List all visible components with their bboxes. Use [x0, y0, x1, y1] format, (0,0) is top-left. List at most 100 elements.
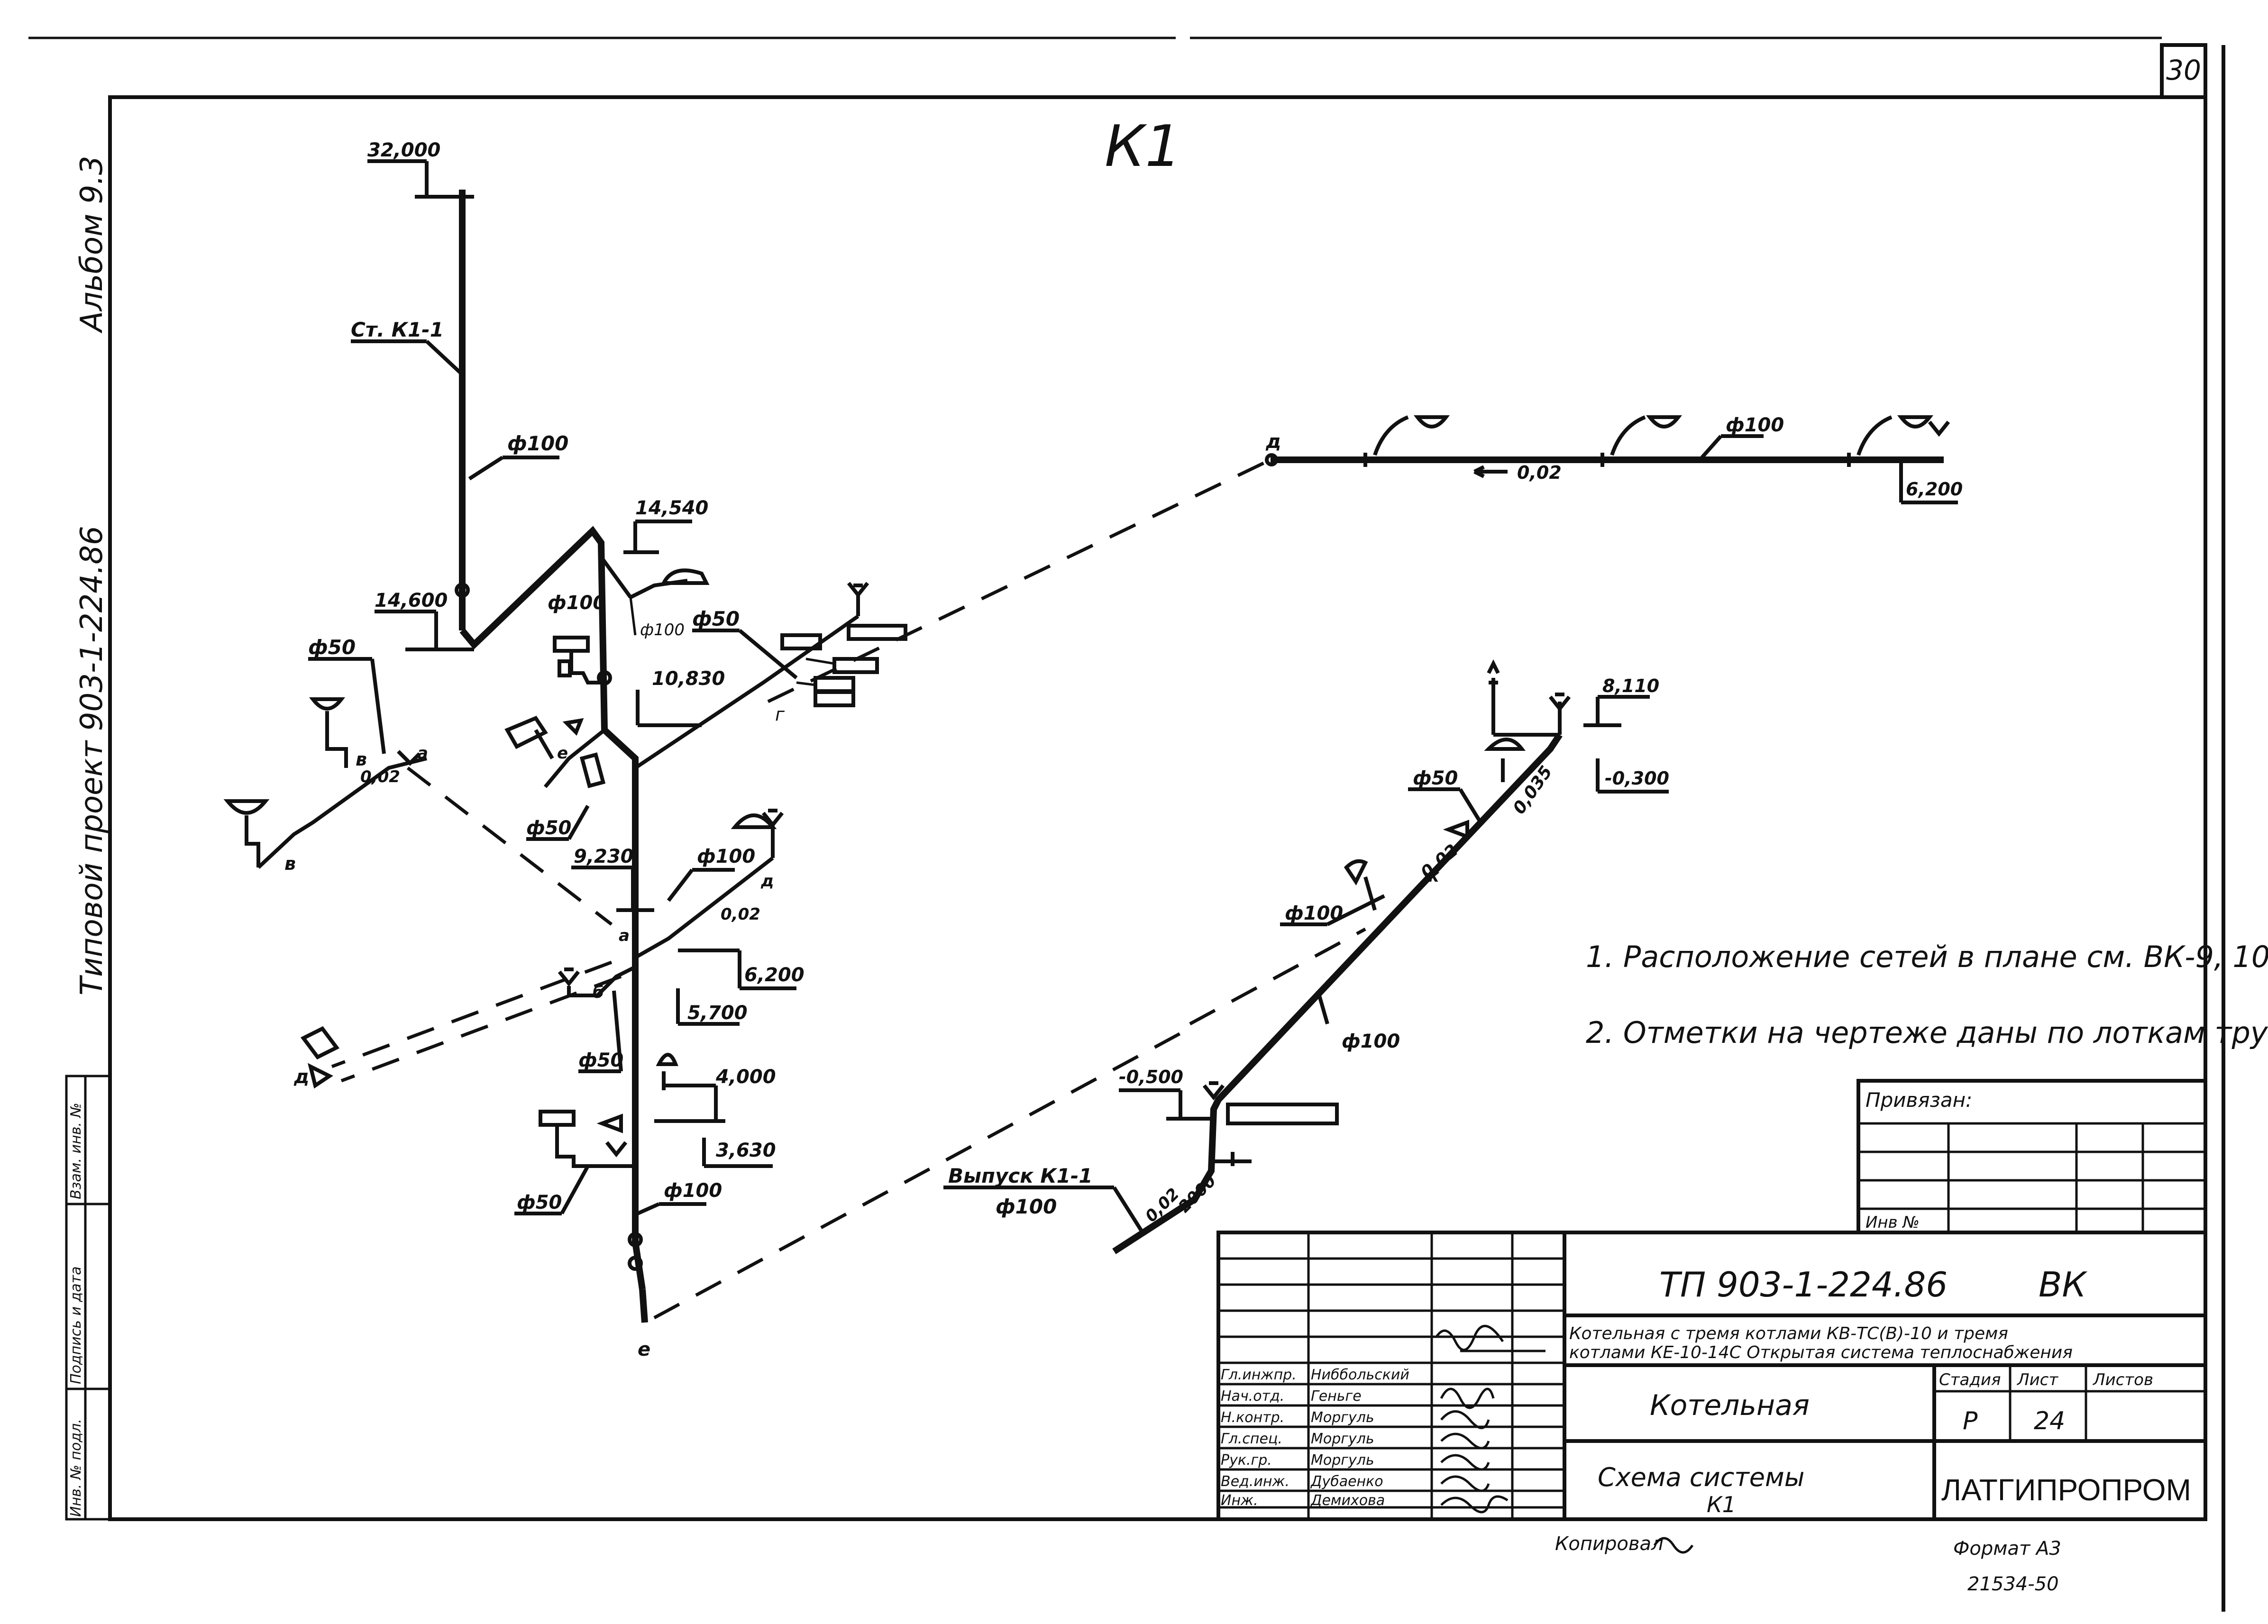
dist-2000: 2000: [1175, 1171, 1220, 1216]
slope-c: 0,02: [1517, 462, 1562, 483]
elevation-14600: 14,600: [375, 590, 474, 651]
riser-label: Ст. К1-1: [351, 318, 464, 376]
d50-d: ф50: [578, 1049, 623, 1071]
note-2: 2. Отметки на чертеже даны по лоткам тру…: [1586, 1015, 2268, 1050]
main-riser: [455, 190, 648, 1323]
signatures: [1435, 1324, 1546, 1514]
pt-e2: е: [638, 1339, 650, 1360]
name-3: Моргуль: [1311, 1431, 1374, 1447]
pt-d1: д: [760, 872, 774, 891]
copied-signature: [1653, 1537, 1694, 1554]
elev-9230: 9,230: [574, 846, 634, 867]
notes: 1. Расположение сетей в плане см. ВК-9, …: [1586, 940, 2268, 1050]
stamp-list-h: Лист: [2016, 1370, 2058, 1389]
inv-label: Инв №: [1866, 1213, 1920, 1232]
note-1: 1. Расположение сетей в плане см. ВК-9, …: [1586, 940, 2268, 974]
branch-middle-left: е ф50: [504, 716, 606, 841]
dash-g-to-d: [767, 458, 1271, 703]
stamp-mark: ВК: [2039, 1265, 2087, 1305]
elev-minus-0500: -0,500: [1119, 1067, 1183, 1087]
elev-5700: 5,700: [687, 1002, 748, 1024]
d50-f: ф50: [1413, 767, 1458, 789]
dash-e-to-outlet: [653, 1031, 1181, 1320]
branch-upper-right: ф50 г: [634, 582, 907, 770]
d100-h: ф100: [1342, 1031, 1400, 1052]
elev-minus-0300: -0,300: [1605, 768, 1669, 789]
role-2: Н.контр.: [1221, 1409, 1284, 1426]
stamp-sheet-title-2: К1: [1707, 1492, 1736, 1517]
name-5: Дубаенко: [1310, 1473, 1383, 1490]
privyazan-label: Привязан:: [1866, 1088, 1972, 1112]
elev-10830: 10,830: [652, 668, 725, 690]
pt-g: г: [775, 704, 785, 725]
riser-diameter: ф100: [468, 432, 568, 481]
name-6: Демихова: [1310, 1492, 1385, 1509]
dash-to-outlet-pipe: [1189, 927, 1366, 1026]
drawing-frame: [108, 95, 2207, 1521]
footer-copied: Копировал: [1555, 1533, 1664, 1555]
d100-a: ф100: [507, 432, 568, 455]
privyazan-block: Привязан: Инв №: [1856, 1079, 2207, 1234]
pt-a: а: [417, 744, 428, 763]
margin-col-1: Инв. № подл.: [68, 1419, 84, 1517]
elev-14540: 14,540: [635, 497, 708, 519]
d50-a: ф50: [692, 607, 740, 630]
stamp-code: ТП 903-1-224.86: [1659, 1265, 1948, 1305]
sheet-number: 30: [2166, 54, 2201, 86]
pt-a2: а: [619, 926, 630, 945]
elev-8110: 8,110: [1602, 675, 1659, 696]
role-4: Рук.гр.: [1221, 1452, 1272, 1469]
branch-far-left: ф50 в в а 0,02: [223, 636, 613, 926]
sheet-number-box: [2160, 43, 2207, 99]
pt-v2: в: [356, 749, 367, 770]
upper-right-branch: д ф100 0,02 6,200: [1265, 414, 1963, 504]
margin-table: [65, 1075, 111, 1521]
elev-3630: 3,630: [716, 1140, 776, 1161]
title-block: ТП 903-1-224.86 ВК Котельная с тремя кот…: [1216, 1231, 2207, 1521]
footer: Копировал Формат А3 21534-50: [1555, 1533, 2061, 1595]
branch-upper-center: ф100 ф100: [548, 556, 710, 684]
drawing-title: К1: [1105, 114, 1181, 180]
stamp-lists-h: Листов: [2092, 1370, 2153, 1389]
outlet-diameter: ф100: [996, 1195, 1057, 1218]
stamp-sheet-title-1: Схема системы: [1598, 1462, 1804, 1492]
d100-b: ф100: [640, 620, 685, 639]
elevation-4000: 4,000: [654, 1066, 776, 1123]
riser-name: Ст. К1-1: [351, 318, 444, 341]
elevation-3630: 3,630: [702, 1138, 776, 1168]
name-0: Ниббольский: [1311, 1367, 1409, 1383]
d100-e: ф100: [664, 1180, 722, 1202]
elevation-10830: 10,830: [636, 668, 725, 727]
d50-e: ф50: [517, 1192, 562, 1213]
pt-d3: д: [1265, 431, 1281, 453]
role-0: Гл.инжпр.: [1221, 1367, 1297, 1383]
project-label: Типовой проект 903-1-224.86: [74, 526, 110, 995]
d100-f: ф100: [1726, 414, 1784, 436]
elev-14600: 14,600: [375, 590, 448, 611]
name-1: Геньге: [1311, 1388, 1362, 1405]
stamp-stage: Р: [1963, 1407, 1978, 1435]
branch-lower-left: д б а ф50: [293, 926, 636, 1089]
stamp-desc-1: Котельная с тремя котлами КВ-ТС(В)-10 и …: [1569, 1324, 2008, 1343]
stamp-object: Котельная: [1650, 1389, 1810, 1422]
stamp-org: ЛАТГИПРОПРОМ: [1941, 1473, 2191, 1507]
d100-d: ф100: [697, 846, 755, 867]
elev-6200-left: 6,200: [744, 964, 805, 986]
elevation-9230: 9,230: [571, 846, 654, 912]
pt-b: б: [593, 983, 604, 1002]
footer-format: Формат А3: [1953, 1538, 2061, 1560]
pt-zh: ж: [1421, 867, 1440, 886]
album-label: Альбом 9.3: [74, 156, 110, 334]
d50-b: ф50: [526, 817, 571, 839]
branch-mid-right: ф100 0,02 д: [634, 809, 784, 959]
left-margin: Альбом 9.3 Типовой проект 903-1-224.86 И…: [65, 156, 111, 1521]
stamp-desc-2: котлами КЕ-10-14С Открытая система тепло…: [1569, 1343, 2073, 1362]
outlet-label: Выпуск К1-1: [948, 1164, 1093, 1187]
slope-b: 0,02: [721, 905, 760, 924]
pt-v1: в: [284, 853, 296, 874]
elevation-5700: 5,700: [676, 988, 748, 1026]
elevation-32000: 32,000: [367, 139, 474, 199]
d100-c: ф100: [548, 592, 606, 614]
right-lower-branch: 8,110 -0,300 -0,500 ф50 0,035 ф100 0,02 …: [943, 659, 1669, 1254]
